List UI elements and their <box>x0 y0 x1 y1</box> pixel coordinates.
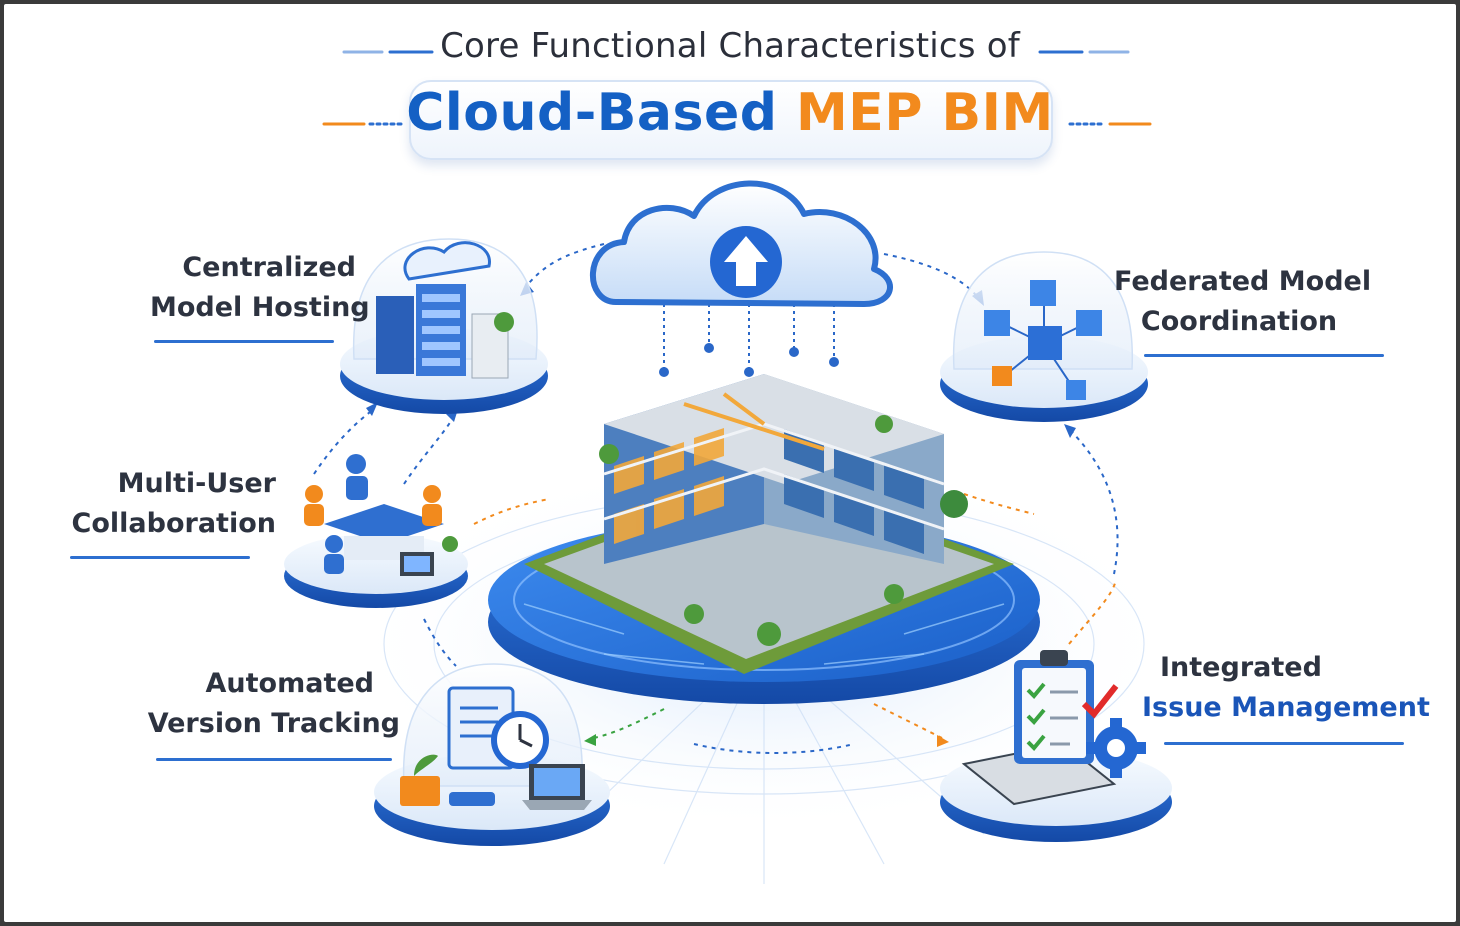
feature-label-line-1: Multi-User <box>117 468 276 499</box>
feature-label-multi-user-collaboration: Multi-User Collaboration <box>64 464 276 544</box>
disc-centralized <box>340 238 548 414</box>
feature-label-line-2: Collaboration <box>71 508 276 539</box>
disc-multi-user <box>284 454 468 608</box>
feature-label-line-1: Federated Model <box>1114 266 1372 297</box>
illustration <box>284 50 1184 884</box>
title-line-2-part-2: MEP BIM <box>796 83 1054 143</box>
title-line-1: Core Functional Characteristics of <box>440 26 1020 66</box>
infographic-frame: Core Functional Characteristics of Cloud… <box>4 4 1456 922</box>
title-decoration <box>322 50 1152 126</box>
underline-issue-management <box>1164 742 1404 745</box>
feature-label-line-2: Version Tracking <box>147 708 400 739</box>
building-model-icon <box>524 374 1014 674</box>
meeting-users-icon <box>304 454 458 576</box>
feature-label-line-2: Issue Management <box>1142 692 1430 723</box>
disc-issue-management <box>940 650 1172 842</box>
title-line-2: Cloud-Based MEP BIM <box>4 83 1456 143</box>
disc-federated <box>940 251 1148 422</box>
server-rack-icon <box>376 241 514 379</box>
feature-label-line-1: Automated <box>205 668 374 699</box>
feature-label-federated-model-coordination: Federated Model Coordination <box>1114 262 1372 342</box>
cloud-upload-icon <box>590 180 893 377</box>
title-banner <box>409 80 1053 160</box>
feature-label-automated-version-tracking: Automated Version Tracking <box>144 664 400 744</box>
disc-version-tracking <box>374 663 610 846</box>
feature-label-line-2: Model Hosting <box>150 292 370 323</box>
underline-centralized <box>154 340 334 343</box>
underline-version-tracking <box>156 758 392 761</box>
feature-label-centralized-model-hosting: Centralized Model Hosting <box>150 248 370 328</box>
document-clock-icon <box>400 686 592 810</box>
title-line-2-part-1: Cloud-Based <box>406 83 778 143</box>
infographic-stage: Core Functional Characteristics of Cloud… <box>4 4 1456 922</box>
connected-cubes-icon <box>984 280 1102 400</box>
feature-label-line-1: Integrated <box>1160 652 1322 683</box>
clipboard-checklist-icon <box>961 650 1146 806</box>
feature-label-line-2: Coordination <box>1140 306 1338 337</box>
connector-lines <box>313 243 1119 754</box>
feature-label-line-1: Centralized <box>182 252 356 283</box>
feature-label-integrated-issue-management: Integrated Issue Management <box>1142 648 1430 728</box>
underline-federated <box>1144 354 1384 357</box>
underline-multi-user <box>70 556 250 559</box>
